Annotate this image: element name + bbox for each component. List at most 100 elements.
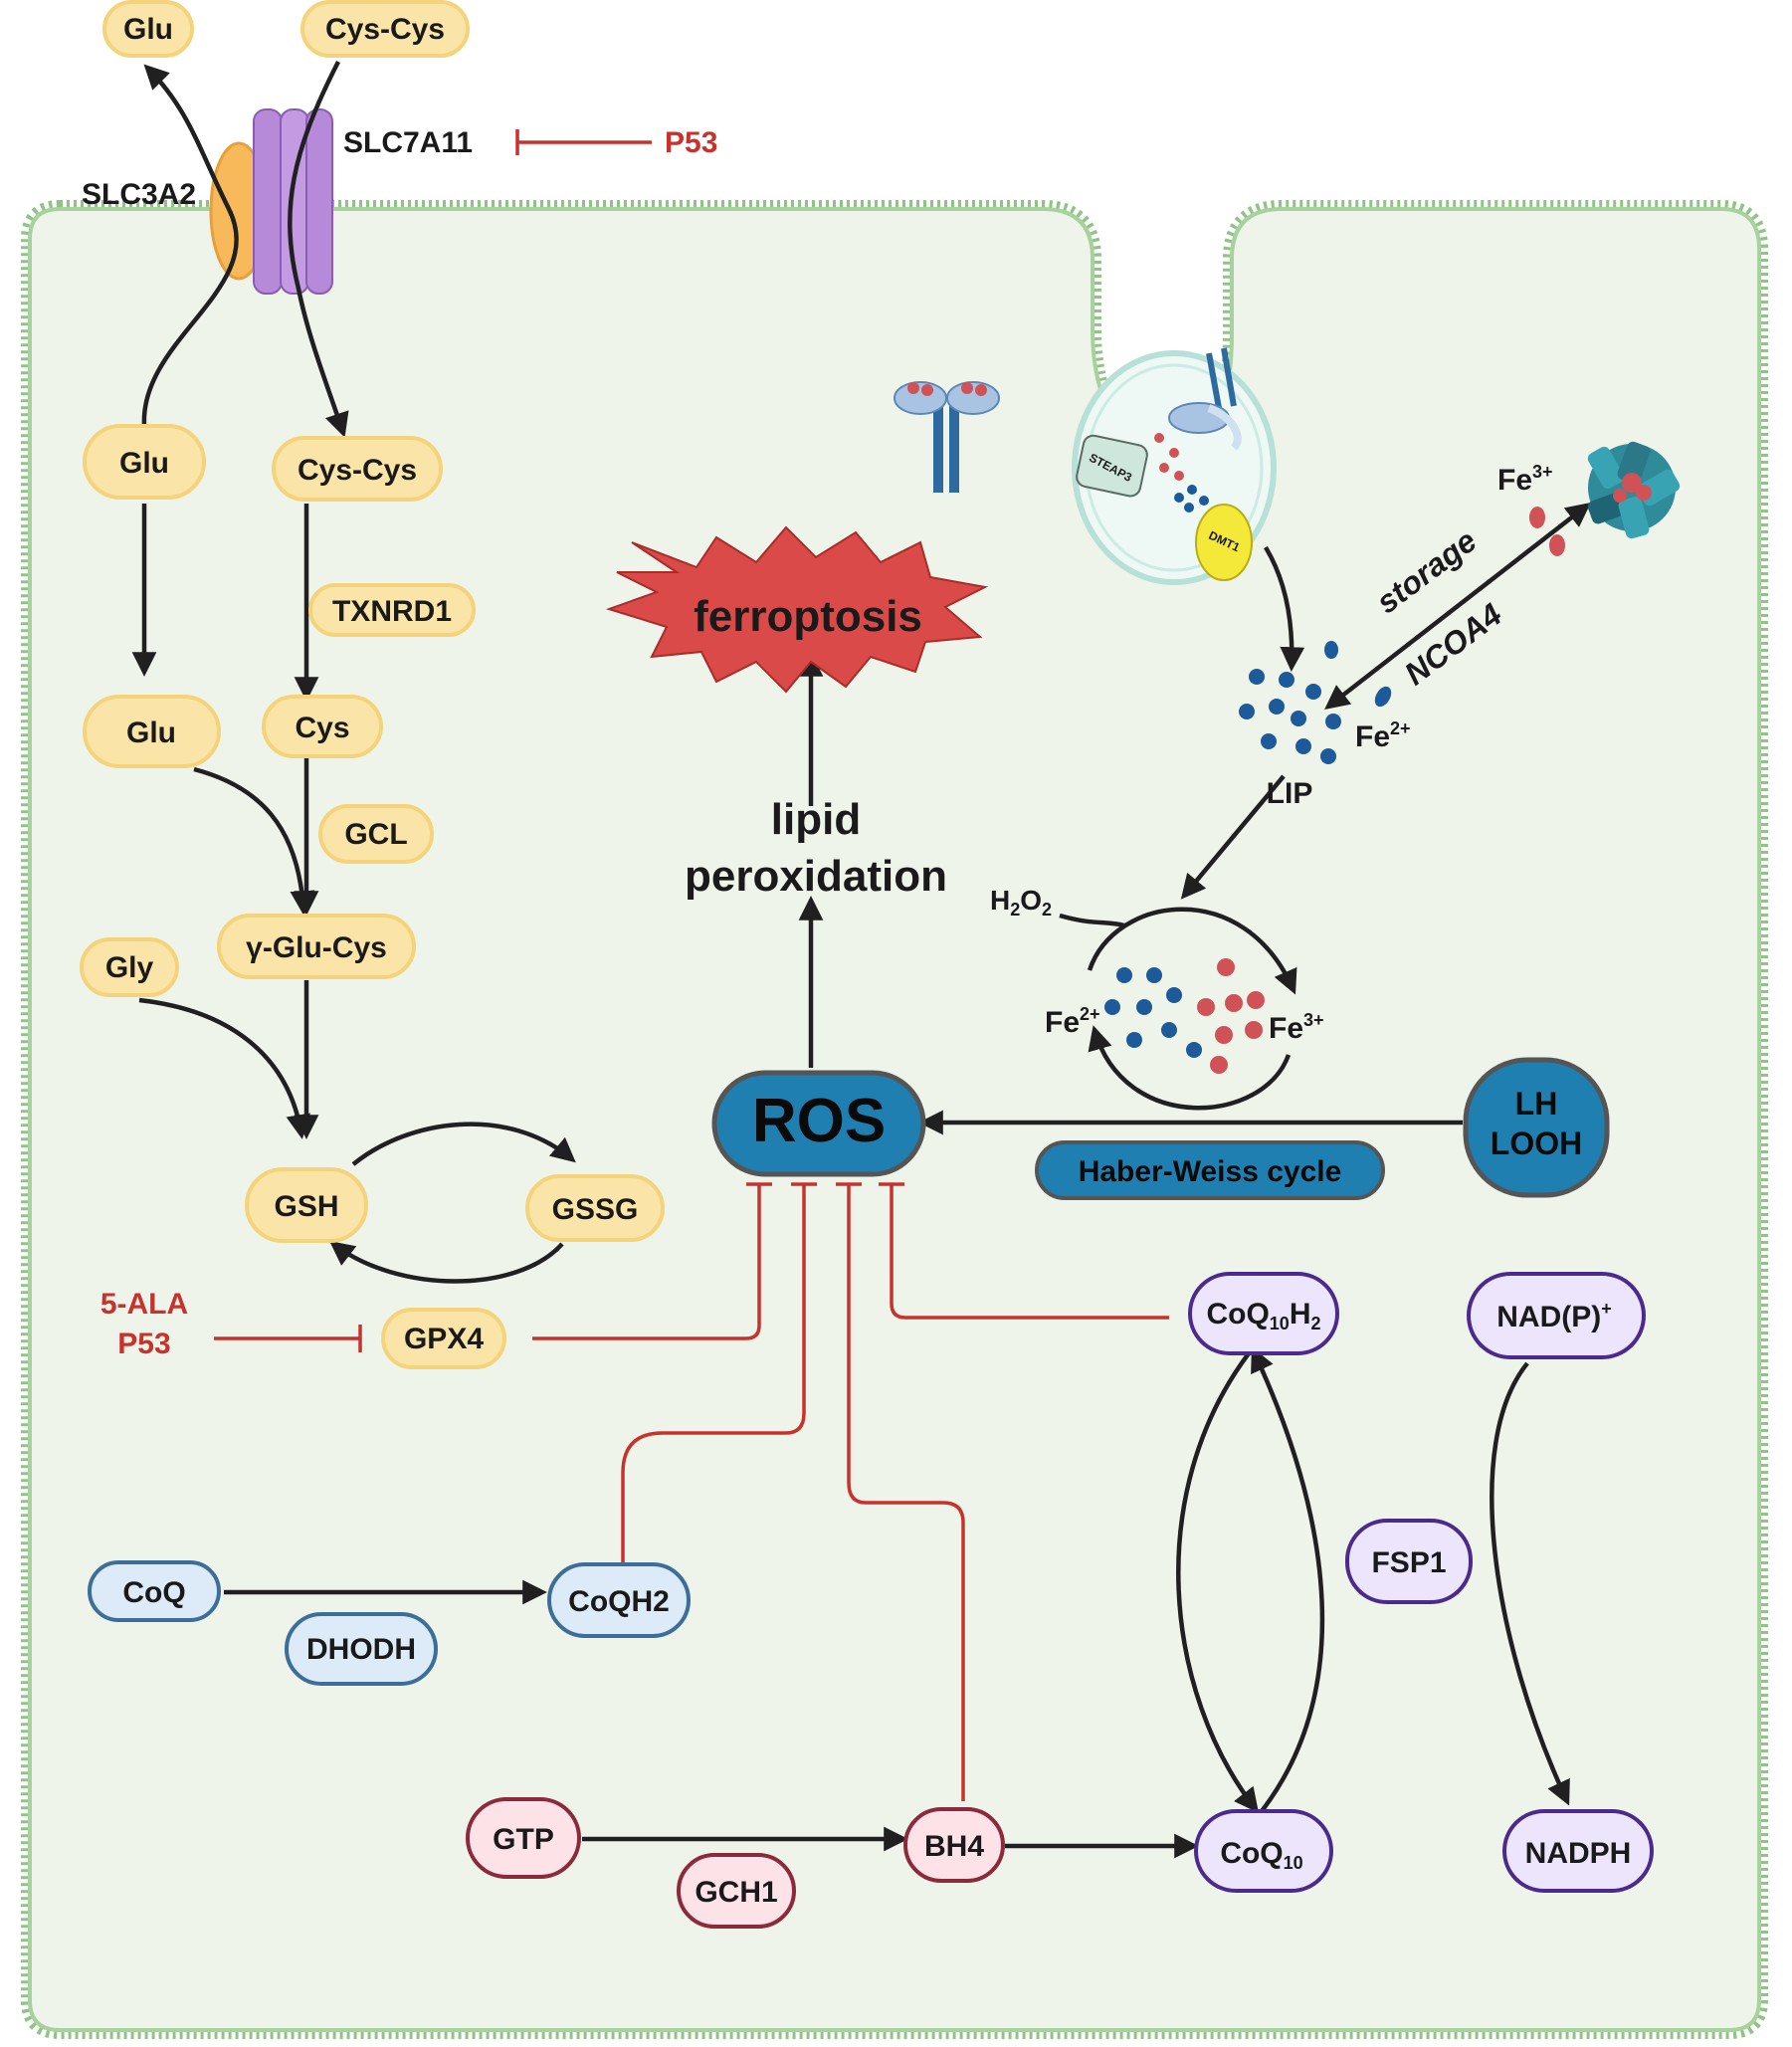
haber-weiss-node: Haber-Weiss cycle [1035, 1140, 1385, 1200]
svg-text:TXNRD1: TXNRD1 [332, 595, 452, 628]
svg-text:CoQ10: CoQ10 [1220, 1837, 1302, 1873]
glu-to-glucys-arrow [193, 766, 315, 916]
svg-text:GSH: GSH [274, 1190, 338, 1223]
coqh2-inhibits-ros [621, 1184, 806, 1570]
svg-text:Haber-Weiss cycle: Haber-Weiss cycle [1079, 1155, 1342, 1188]
p53-inhibits-slc7a11 [515, 129, 652, 155]
svg-text:NADPH: NADPH [1525, 1837, 1632, 1870]
lipid-label: lipid [771, 795, 861, 844]
fe3-storage-dots [1529, 507, 1565, 556]
svg-text:GCH1: GCH1 [695, 1876, 777, 1909]
svg-text:Cys-Cys: Cys-Cys [325, 13, 445, 46]
labile-iron-pool-dots [1239, 641, 1392, 764]
nadph-node: NADPH [1502, 1809, 1654, 1893]
svg-text:GTP: GTP [493, 1823, 554, 1856]
svg-text:ROS: ROS [752, 1087, 886, 1155]
ferroptosis-label: ferroptosis [694, 592, 922, 641]
bh4-inhibits-ros [847, 1184, 965, 1801]
glu2-node: Glu [83, 695, 221, 768]
fenton-arc-oxidation [1087, 907, 1297, 995]
glu-in-node: Glu [83, 424, 206, 500]
cyscys-in-node: Cys-Cys [272, 436, 443, 502]
nadp-node: NAD(P)+ [1467, 1272, 1646, 1359]
p53-gpx4-inhibitor-label: P53 [117, 1328, 170, 1360]
cyscys-import-arrow [288, 60, 349, 438]
coq-pathway-nodes: CoQ DHODH CoQH2 [88, 1560, 691, 1686]
slc7a11-label: SLC7A11 [343, 126, 473, 159]
bh4-node: BH4 [903, 1807, 1005, 1883]
coq10-node: CoQ10 [1194, 1809, 1333, 1893]
svg-text:NAD(P)+: NAD(P)+ [1496, 1299, 1612, 1333]
svg-text:DHODH: DHODH [306, 1633, 416, 1666]
svg-text:LOOH: LOOH [1491, 1126, 1582, 1161]
lip-ferritin-exchange-arrow [1324, 502, 1591, 711]
txnrd1-node: TXNRD1 [308, 583, 476, 637]
fenton-arc-reduction [1088, 1025, 1292, 1111]
gssg-to-gsh-arrow [329, 1240, 564, 1284]
h2o2-input-curve [1059, 913, 1125, 928]
glu-export-arrow [141, 64, 239, 427]
lh-looh-node: LH LOOH [1463, 1057, 1610, 1198]
svg-text:BH4: BH4 [924, 1830, 984, 1863]
peroxidation-label: peroxidation [685, 852, 947, 901]
svg-text:CoQH2: CoQH2 [568, 1585, 670, 1618]
h2o2-label: H2O2 [990, 885, 1052, 920]
bh4-pathway-nodes: GTP GCH1 BH4 [466, 1797, 1005, 1929]
transferrin-receptor [894, 381, 1000, 493]
dhodh-node: DHODH [285, 1612, 438, 1686]
gly-node: Gly [80, 937, 179, 997]
fe2-cycle-label: Fe2+ [1045, 1004, 1100, 1039]
coq10h2-inhibits-ros [890, 1184, 1169, 1320]
gtp-node: GTP [466, 1797, 581, 1879]
glu-out-node: Glu [102, 0, 194, 58]
fsp1-node: FSP1 [1345, 1519, 1473, 1604]
dmt1-to-lip-arrow [1264, 545, 1305, 672]
fe3-cycle-label: Fe3+ [1269, 1010, 1324, 1045]
ros-node: ROS [711, 1070, 926, 1177]
ferroptosis-burst [605, 525, 989, 694]
gch1-node: GCH1 [677, 1853, 796, 1929]
slc3a2-label: SLC3A2 [82, 178, 196, 211]
p53-transporter-inhibitor-label: P53 [665, 126, 717, 159]
cys-node: Cys [262, 695, 383, 758]
fe3-storage-label: Fe3+ [1497, 462, 1553, 497]
svg-text:GCL: GCL [344, 818, 407, 851]
pathway-arrows [131, 60, 1591, 1859]
svg-text:Glu: Glu [119, 447, 169, 480]
ferritin-complex [1587, 441, 1681, 539]
fsp1-pathway-nodes: CoQ10H2 FSP1 CoQ10 NAD(P)+ NADPH [1188, 1272, 1654, 1893]
svg-text:Cys-Cys: Cys-Cys [298, 454, 417, 487]
coq10-to-coq10h2-arrow [1251, 1346, 1325, 1813]
gsh-node: GSH [245, 1167, 368, 1243]
svg-text:γ-Glu-Cys: γ-Glu-Cys [246, 931, 387, 964]
svg-text:GSSG: GSSG [552, 1193, 639, 1226]
gcl-node: GCL [318, 804, 434, 864]
svg-text:FSP1: FSP1 [1371, 1546, 1446, 1579]
gpx4-node: GPX4 [381, 1308, 506, 1369]
coq-node: CoQ [88, 1560, 221, 1622]
cyscys-out-node: Cys-Cys [300, 0, 470, 58]
svg-text:LH: LH [1515, 1086, 1558, 1122]
gpx4-inhibits-ros [532, 1184, 761, 1340]
svg-text:Gly: Gly [105, 951, 154, 984]
svg-text:Glu: Glu [126, 716, 176, 749]
steap3-protein: STEAP3 [1076, 434, 1148, 498]
gly-to-gsh-arrow [138, 997, 311, 1139]
glucys-node: γ-Glu-Cys [217, 914, 416, 979]
svg-text:GPX4: GPX4 [404, 1323, 484, 1355]
svg-text:Cys: Cys [295, 712, 349, 744]
lip-label: LIP [1267, 777, 1313, 810]
coq10h2-to-coq10-arrow [1176, 1351, 1260, 1813]
lip-to-fenton-arrow [1180, 774, 1286, 900]
gssg-node: GSSG [525, 1174, 665, 1242]
gsh-pathway-nodes: Glu Cys-Cys Glu Cys-Cys TXNRD1 Glu Cys G… [80, 0, 665, 1369]
coq10h2-node: CoQ10H2 [1188, 1272, 1339, 1355]
5ala-inhibitor-label: 5-ALA [100, 1288, 188, 1321]
gsh-to-gssg-arrow [351, 1122, 576, 1166]
svg-text:CoQ10H2: CoQ10H2 [1206, 1298, 1320, 1333]
ros-inhibition-lines [214, 1182, 1169, 1801]
fe2-lip-label: Fe2+ [1355, 718, 1411, 753]
coqh2-node: CoQH2 [547, 1562, 691, 1638]
